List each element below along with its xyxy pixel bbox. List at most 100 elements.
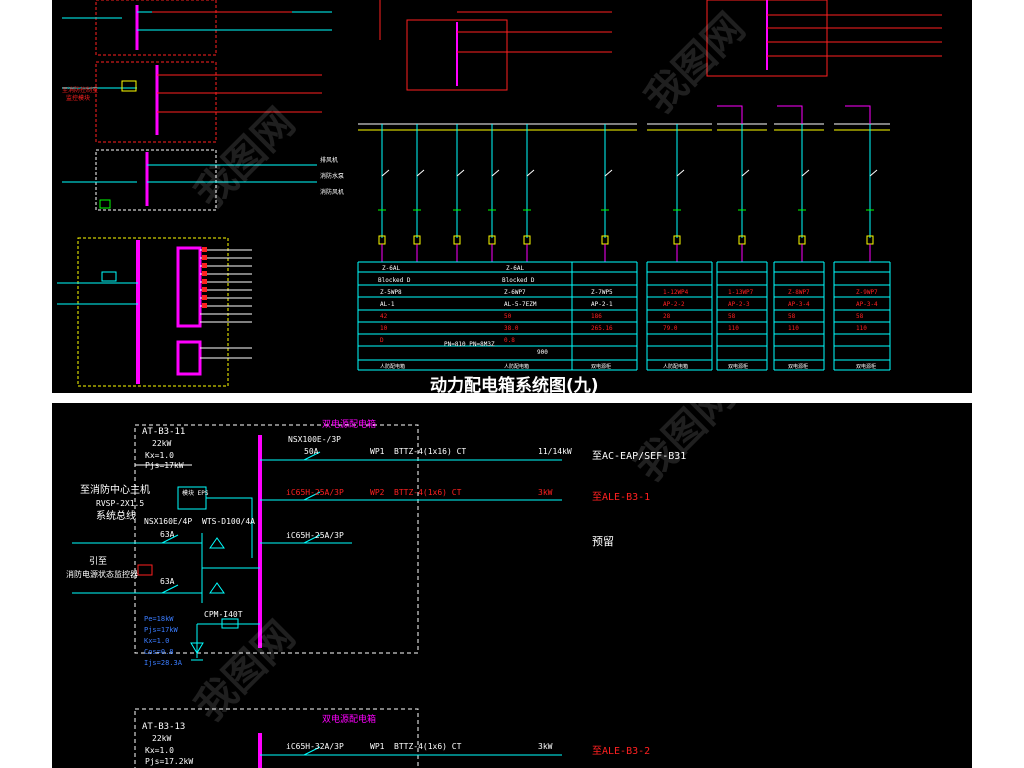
bottom-diagram-svg: AT-B3-11 22kW Kx=1.0 Pjs=17kW 双电源配电箱 NSX… [66,403,744,768]
module-label: 模块 EPS [182,489,209,497]
watermark-top-left: 我图网 [187,100,304,217]
left-note-3: 系统总线 [96,509,136,522]
spd-label: CPM-I40T [204,610,243,619]
box2-title: 双电源配电箱 [322,713,376,725]
fire-note-2: 消防电源状态监控器 [66,569,138,579]
box2-power: 22kW [152,734,171,743]
top-right-boxes [379,0,942,91]
column-code: 1-12WP4 [663,289,689,296]
circuit-destination: 预留 [592,535,614,548]
column-code: 110 [856,325,867,332]
column-code: AP-3-4 [788,301,810,308]
circuit-2: iC65H-25A/3P WP2 BTTZ-4(1x6) CT 3kW 至ALE… [260,488,650,503]
input-breaker: NSX160E/4P [144,517,192,526]
watermark-top: 我图网 [637,5,754,122]
fire-note-1: 引至 [89,556,107,567]
switch-mark [604,169,613,177]
column-code: 110 [728,325,739,332]
right-value: 900 [537,349,548,356]
column-code: 58 [788,313,796,320]
column-code: Z-5WP8 [380,289,402,296]
column-code: AL-5-7EZM [504,301,537,308]
column-code: 58 [856,313,864,320]
circuit-wire: WP2 [370,488,385,497]
column-sub: Blocked D [378,277,411,284]
parameter-item: Kx=1.0 [144,637,169,645]
column-name: Z-6AL [506,265,524,272]
box-title: 双电源配电箱 [322,418,376,430]
right-label: 消防水泵 [320,172,344,180]
circuit-wire: WP1 [370,447,385,456]
column-code: 186 [591,313,602,320]
distribution-box-enclosure-2 [134,708,419,768]
watermark-bottom: 我图网 [627,403,744,490]
column-code: Z-8WP7 [788,289,810,296]
box-kx: Kx=1.0 [145,451,174,460]
column-code: 0.8 [504,337,515,344]
switch-mark [381,169,390,177]
box2-id: AT-B3-13 [142,722,185,732]
box2-cable: BTTZ-4(1x6) CT [394,742,462,751]
ats-label: WTS-D100/4A [202,517,255,526]
parameter-item: Ijs=28.3A [144,659,183,667]
switch-mark [456,169,465,177]
column-code: AL-1 [380,301,395,308]
switch-mark [676,169,685,177]
circuit-destination: 至AC-EAP/SEF-B31 [592,450,686,462]
column-code: 265.16 [591,325,613,332]
box-power: 22kW [152,439,171,448]
column-bottom-label: 双电源柜 [856,363,876,370]
circuit-breaker: iC65H-25A/3P [286,531,344,540]
column-code: 79.0 [663,325,678,332]
column-code: Z-9WP7 [856,289,878,296]
pn-note: PN=810 PN=8M3Z [444,341,495,348]
legend-note: 监控模块 [66,94,90,102]
watermark-bottom-left: 我图网 [187,613,304,730]
switch-mark [526,169,535,177]
left-boxes [57,0,332,387]
column-bottom-label: 双电源柜 [728,363,748,370]
column-bottom-label: 人防配电箱 [504,363,529,370]
circuit-1: NSX100E-/3P 50A WP1 BTTZ-4(1x16) CT 11/1… [260,435,686,462]
box-pjs: Pjs=17kW [145,461,184,470]
column-code: 1-13WP7 [728,289,754,296]
parameter-item: Cos=0.8 [144,648,174,656]
circuit-breaker: iC65H-25A/3P [286,488,344,497]
input-amp-2: 63A [160,577,175,586]
input-amp-1: 63A [160,530,175,539]
box2-wire: WP1 [370,742,385,751]
circuit-destination: 至ALE-B3-1 [592,491,650,503]
circuit-breaker: NSX100E-/3P [288,435,341,444]
switch-mark [869,169,878,177]
switch-mark [801,169,810,177]
box2-kx: Kx=1.0 [145,746,174,755]
column-code: 110 [788,325,799,332]
circuit-3: iC65H-25A/3P 预留 [260,531,614,548]
column-code: 50 [504,313,512,320]
box2-load: 3kW [538,742,553,751]
column-sub: Blocked D [502,277,535,284]
column-name: Z-6AL [382,265,400,272]
distribution-box-enclosure [134,424,419,654]
column-code: 58 [728,313,736,320]
circuit-amp: 50A [304,447,319,456]
box2-pjs: Pjs=17.2kW [145,757,193,766]
circuit-load: 11/14kW [538,447,572,456]
column-code: 10 [380,325,388,332]
fire-monitor-module [137,564,153,576]
right-label: 排风机 [320,156,338,164]
parameter-item: Pe=18kW [144,615,174,623]
parameter-item: Pjs=17kW [144,626,179,634]
switch-mark [491,169,500,177]
feeder-line [777,105,803,124]
column-code: AP-2-1 [591,301,613,308]
column-code: AP-2-3 [728,301,750,308]
column-code: AP-2-2 [663,301,685,308]
switch-mark [416,169,425,177]
circuit-load: 3kW [538,488,553,497]
right-label: 消防风机 [320,188,344,196]
box2-breaker: iC65H-32A/3P [286,742,344,751]
column-code: D [380,337,384,344]
